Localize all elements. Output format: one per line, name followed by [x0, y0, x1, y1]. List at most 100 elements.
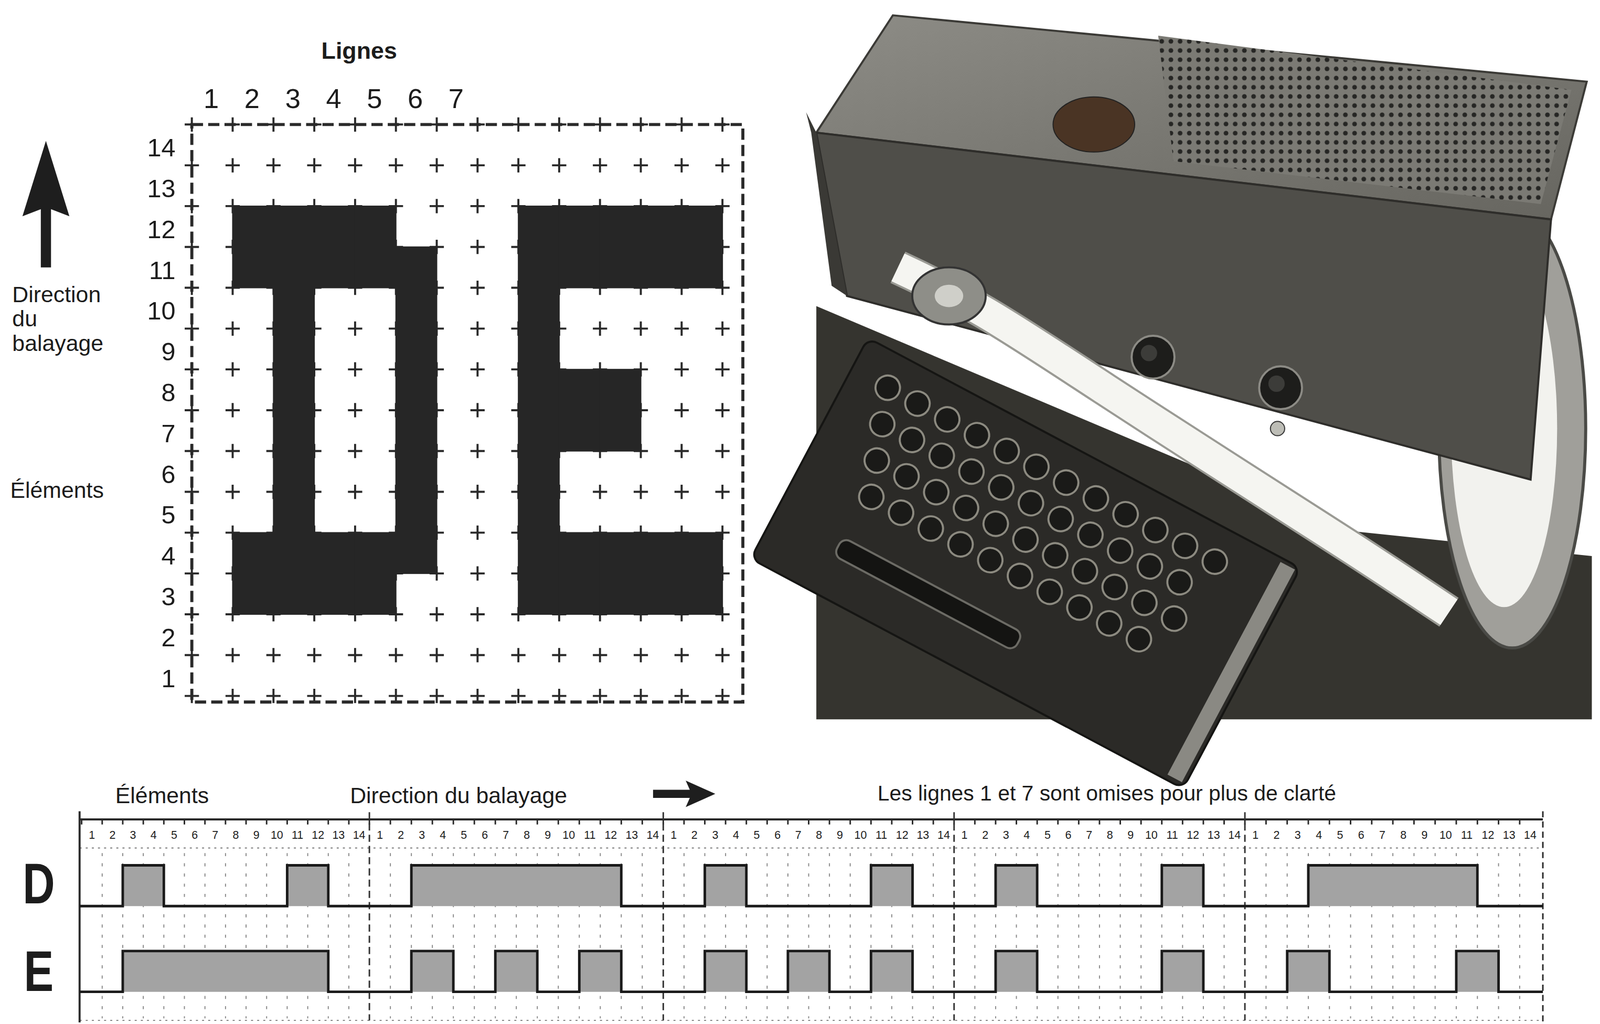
grid-frame [192, 124, 743, 702]
printed-element [517, 205, 560, 615]
element-number: 4 [150, 828, 157, 841]
element-number: 10 [1145, 828, 1158, 841]
element-number: 8 [161, 378, 176, 407]
element-number: 7 [795, 828, 802, 841]
grid-cross [674, 402, 689, 418]
line-number: 7 [448, 84, 464, 116]
element-boundary [1078, 852, 1080, 1019]
element-boundary [849, 852, 851, 1019]
grid-cross [470, 566, 485, 581]
grid-cross [715, 647, 730, 663]
signal-pulse [870, 951, 913, 992]
element-tick [1036, 819, 1039, 825]
key [1122, 622, 1156, 656]
element-number: 1 [88, 828, 95, 841]
grid-cross [633, 484, 648, 499]
element-tick [1328, 819, 1331, 825]
element-boundary [683, 852, 685, 1019]
element-number: 13 [625, 828, 638, 841]
grid-cross [470, 484, 485, 499]
grid-cross [633, 647, 648, 663]
element-number: 10 [562, 828, 575, 841]
grid-cross [266, 647, 281, 663]
signal-pulse [787, 951, 830, 992]
key [1108, 497, 1143, 531]
signal-pulse [579, 951, 622, 992]
key [860, 443, 894, 477]
grid-cross [674, 157, 689, 173]
grid-cross [388, 647, 403, 663]
element-number: 5 [171, 828, 178, 841]
printed-element [680, 531, 723, 615]
axis-title: Éléments [115, 783, 209, 809]
element-tick [204, 819, 206, 825]
grid-cross [715, 362, 730, 377]
element-number: 11 [291, 828, 304, 841]
printed-element [558, 205, 601, 289]
element-tick [327, 819, 329, 825]
axis-title: Direction du balayage [349, 783, 568, 809]
direction-arrow [22, 140, 70, 268]
element-boundary [974, 852, 976, 1019]
element-tick [870, 819, 872, 825]
element-number: 9 [544, 828, 551, 841]
element-tick [1181, 819, 1184, 825]
element-tick [1349, 819, 1352, 825]
key [914, 512, 948, 546]
element-number: 14 [646, 828, 659, 841]
element-tick [766, 819, 768, 825]
grid-cross [674, 443, 689, 458]
signal-pulse [1308, 865, 1478, 906]
grid-cross [470, 280, 485, 295]
element-tick [599, 819, 602, 825]
element-boundary [1140, 852, 1142, 1019]
element-number: 13 [916, 828, 930, 841]
line-number: 4 [325, 84, 341, 116]
key [930, 402, 964, 436]
element-tick [224, 819, 227, 825]
printed-element [599, 368, 642, 452]
element-tick [163, 819, 165, 825]
grid-cross [225, 362, 240, 377]
element-tick [1518, 819, 1521, 825]
printed-element [354, 531, 397, 615]
element-number: 14 [146, 133, 176, 162]
element-tick [1434, 819, 1436, 825]
element-number: 9 [1127, 828, 1134, 841]
element-tick [101, 819, 103, 825]
element-boundary [1223, 852, 1225, 1019]
key [949, 491, 983, 525]
printed-element [354, 205, 397, 289]
grid-cross [347, 484, 362, 499]
knob-cap [1268, 375, 1285, 392]
key [1008, 523, 1042, 557]
element-boundary [389, 852, 391, 1019]
element-number: 1 [376, 828, 383, 841]
grid-cross [511, 157, 526, 173]
element-tick [704, 819, 706, 825]
signal-pulse [705, 865, 747, 906]
chart-rule [79, 818, 1543, 821]
grid-cross [225, 321, 240, 336]
axis-title: Éléments [9, 478, 104, 504]
print-wheel-hub [934, 284, 964, 308]
line-separator [662, 812, 665, 1021]
key [1049, 465, 1083, 499]
element-number: 5 [753, 828, 761, 841]
key [1079, 482, 1113, 516]
element-number: 2 [161, 623, 176, 652]
axis-title: Lignes [321, 38, 398, 64]
grid-cross [551, 157, 567, 173]
grid-cross [225, 157, 240, 173]
grid-cross [470, 443, 485, 458]
knob-cap [1140, 344, 1158, 361]
grid-cross [715, 157, 730, 173]
element-number: 6 [774, 828, 781, 841]
element-number: 6 [1065, 828, 1072, 841]
element-number: 5 [161, 501, 176, 530]
element-number: 11 [148, 256, 176, 285]
element-tick [807, 819, 810, 825]
element-number: 6 [161, 460, 176, 489]
element-number: 8 [1106, 828, 1114, 841]
element-number: 10 [146, 297, 176, 326]
